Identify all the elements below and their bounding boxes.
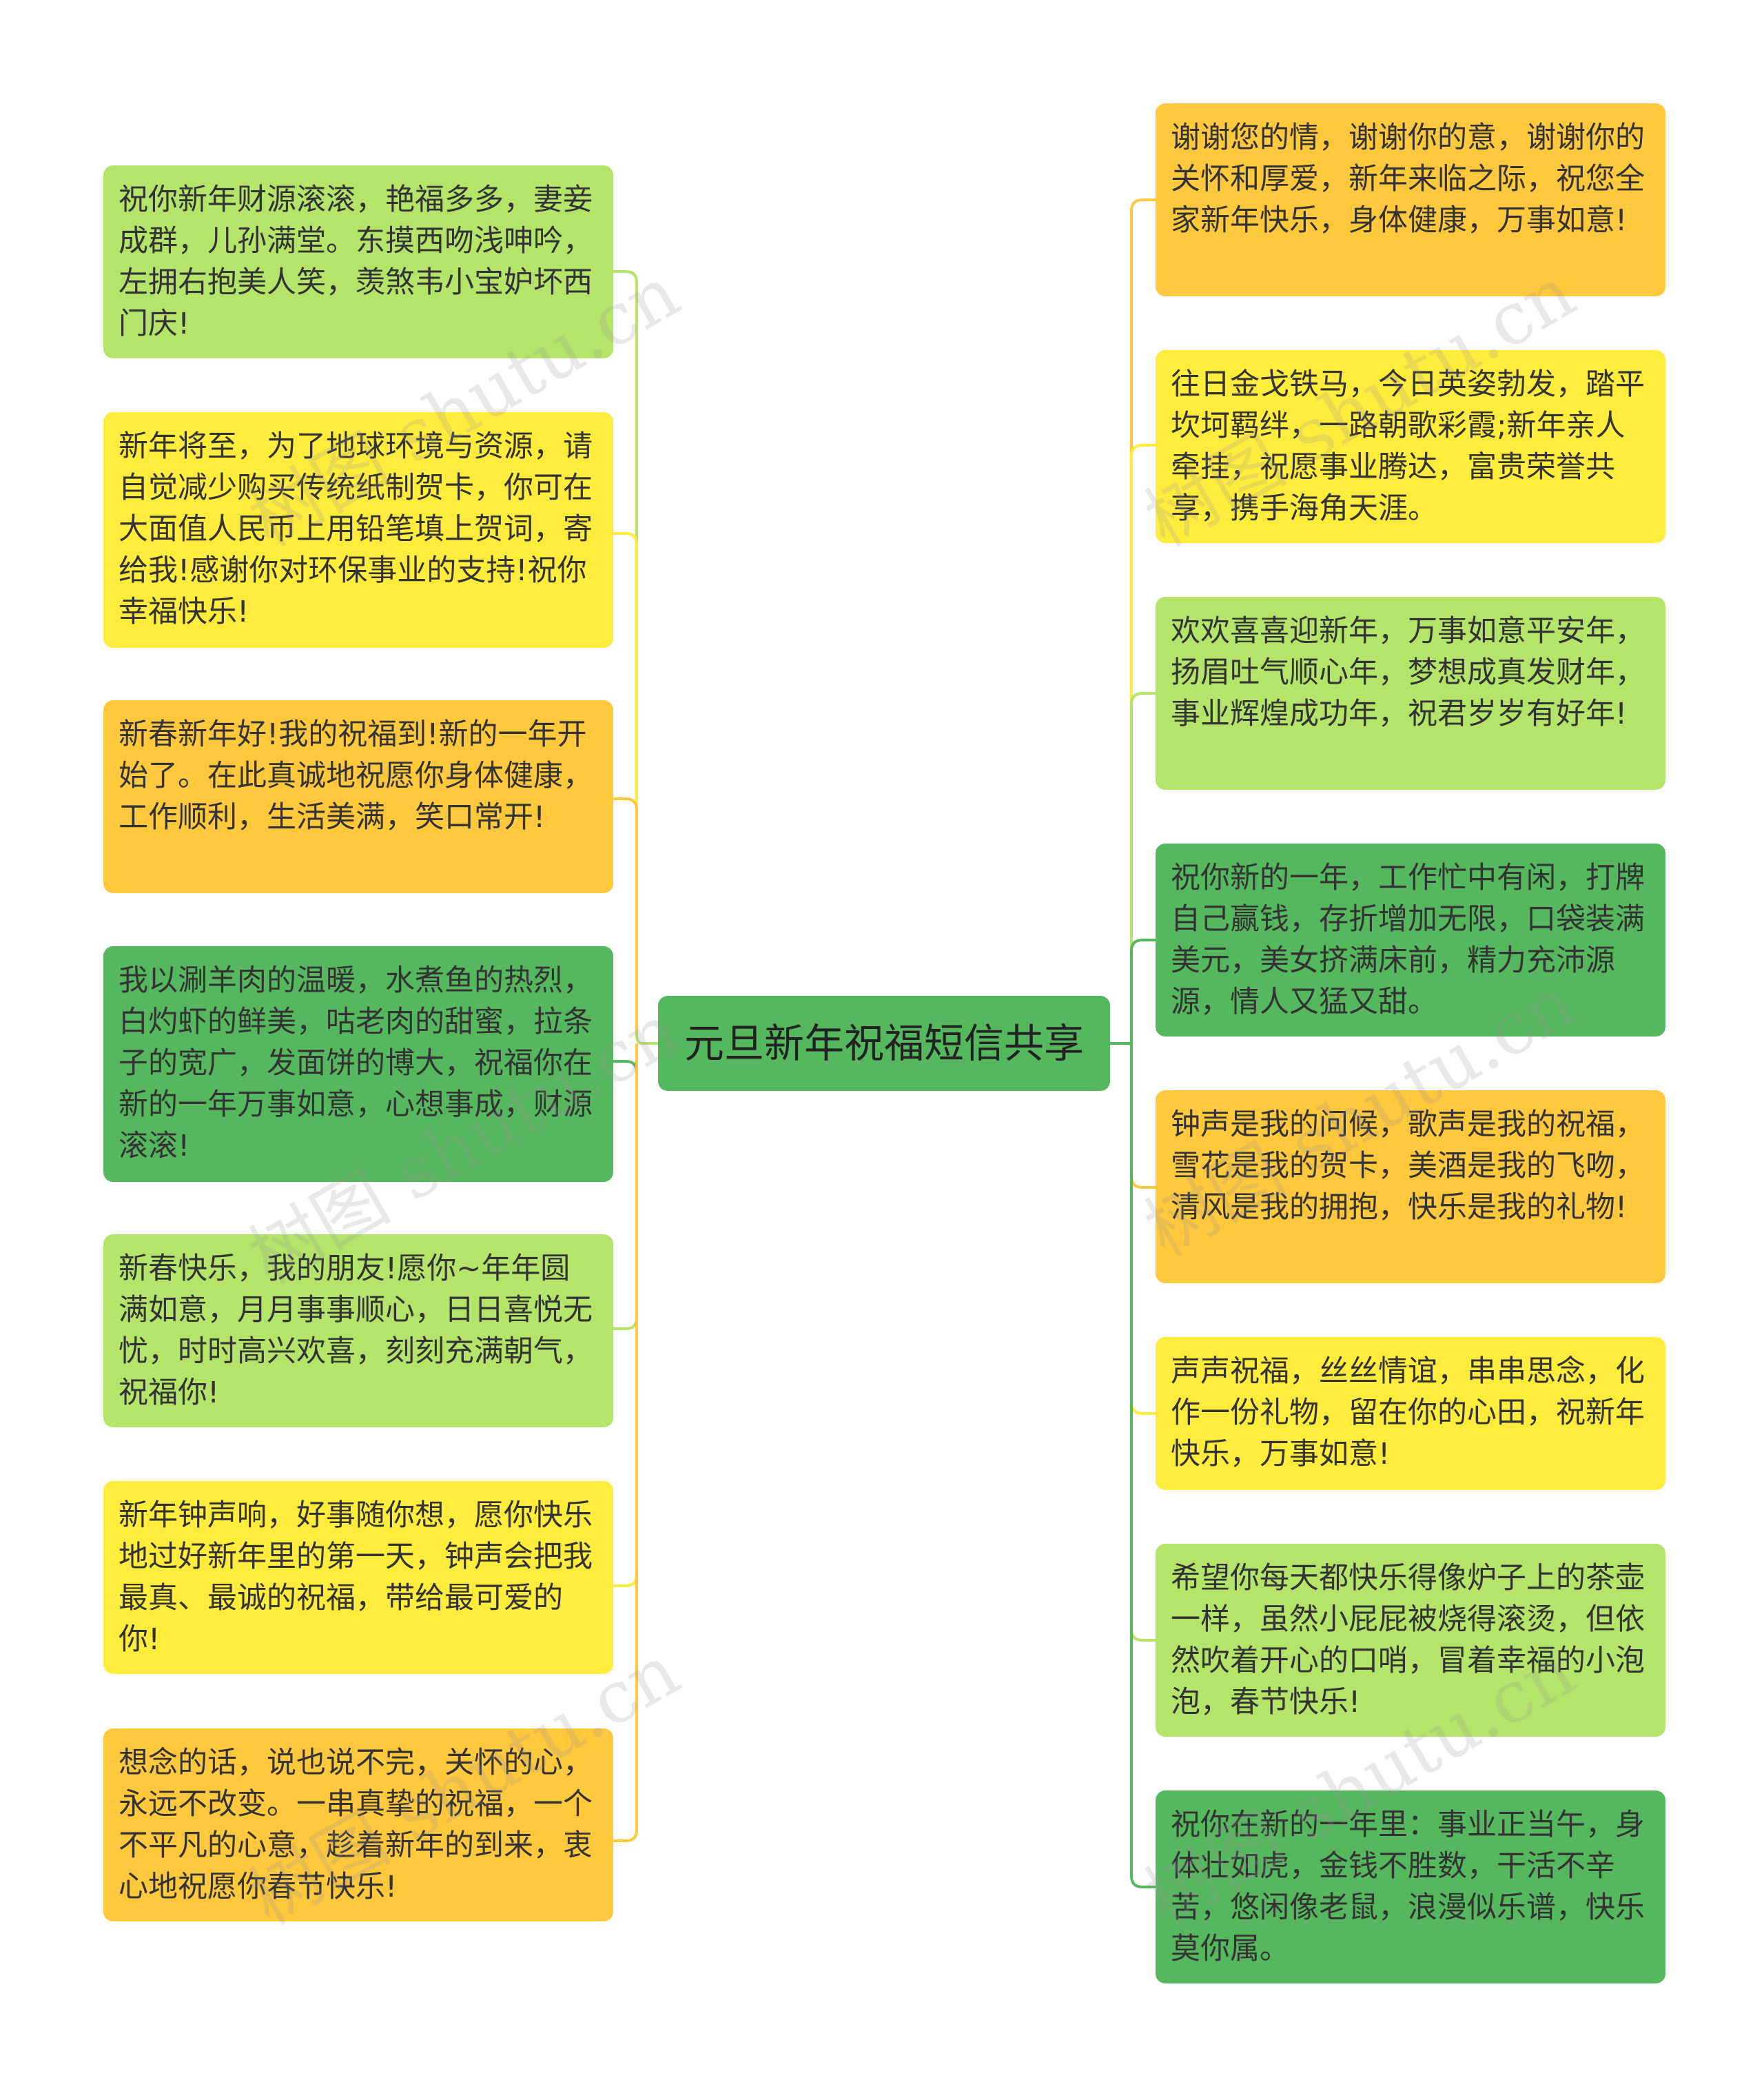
right-topic-4[interactable]: 祝你新的一年，工作忙中有闲，打牌自己赢钱，存折增加无限，口袋装满美元，美女挤满床… [1156, 844, 1665, 1037]
left-topic-7[interactable]: 想念的话，说也说不完，关怀的心，永远不改变。一串真挚的祝福，一个不平凡的心意，趁… [103, 1728, 613, 1921]
link-right-5 [1130, 1043, 1156, 1189]
left-topic-5[interactable]: 新春快乐，我的朋友!愿你~年年圆满如意，月月事事顺心，日日喜悦无忧，时时高兴欢喜… [103, 1234, 613, 1427]
right-topic-2[interactable]: 往日金戈铁马，今日英姿勃发，踏平坎坷羁绊，一路朝歌彩霞;新年亲人牵挂，祝愿事业腾… [1156, 350, 1665, 543]
link-left-7 [613, 1043, 638, 1842]
left-topic-6[interactable]: 新年钟声响，好事随你想，愿你快乐地过好新年里的第一天，钟声会把我最真、最诚的祝福… [103, 1481, 613, 1674]
left-topic-1[interactable]: 祝你新年财源滚滚，艳福多多，妻妾成群，儿孙满堂。东摸西吻浅呻吟，左拥右抱美人笑，… [103, 165, 613, 358]
link-right-1 [1130, 198, 1156, 1043]
link-right-8 [1130, 1043, 1156, 1888]
link-left-4 [613, 1043, 638, 1073]
right-topic-3[interactable]: 欢欢喜喜迎新年，万事如意平安年，扬眉吐气顺心年，梦想成真发财年，事业辉煌成功年，… [1156, 597, 1665, 790]
left-topic-3[interactable]: 新春新年好!我的祝福到!新的一年开始了。在此真诚地祝愿你身体健康，工作顺利，生活… [103, 700, 613, 893]
left-topic-2[interactable]: 新年将至，为了地球环境与资源，请自觉减少购买传统纸制贺卡，你可在大面值人民币上用… [103, 412, 613, 648]
link-left-2 [613, 532, 638, 1032]
right-topic-5[interactable]: 钟声是我的问候，歌声是我的祝福，雪花是我的贺卡，美酒是我的飞吻，清风是我的拥抱，… [1156, 1090, 1665, 1283]
link-right-6 [1130, 1043, 1156, 1415]
link-right-7 [1130, 1043, 1156, 1642]
root-topic[interactable]: 元旦新年祝福短信共享 [658, 996, 1110, 1091]
link-right-4 [1130, 939, 1156, 1043]
link-right-3 [1130, 692, 1156, 1043]
link-left-5 [613, 1043, 638, 1330]
right-topic-1[interactable]: 谢谢您的情，谢谢你的意，谢谢你的关怀和厚爱，新年来临之际，祝您全家新年快乐，身体… [1156, 103, 1665, 296]
left-topic-4[interactable]: 我以涮羊肉的温暖，水煮鱼的热烈，白灼虾的鲜美，咕老肉的甜蜜，拉条子的宽广，发面饼… [103, 946, 613, 1182]
link-right-2 [1130, 444, 1156, 1043]
link-left-6 [613, 1043, 638, 1587]
link-left-3 [613, 797, 638, 1032]
right-topic-8[interactable]: 祝你在新的一年里：事业正当午，身体壮如虎，金钱不胜数，干活不辛苦，悠闲像老鼠，浪… [1156, 1790, 1665, 1983]
right-topic-6[interactable]: 声声祝福，丝丝情谊，串串思念，化作一份礼物，留在你的心田，祝新年快乐，万事如意! [1156, 1337, 1665, 1490]
right-topic-7[interactable]: 希望你每天都快乐得像炉子上的茶壶一样，虽然小屁屁被烧得滚烫，但依然吹着开心的口哨… [1156, 1544, 1665, 1737]
